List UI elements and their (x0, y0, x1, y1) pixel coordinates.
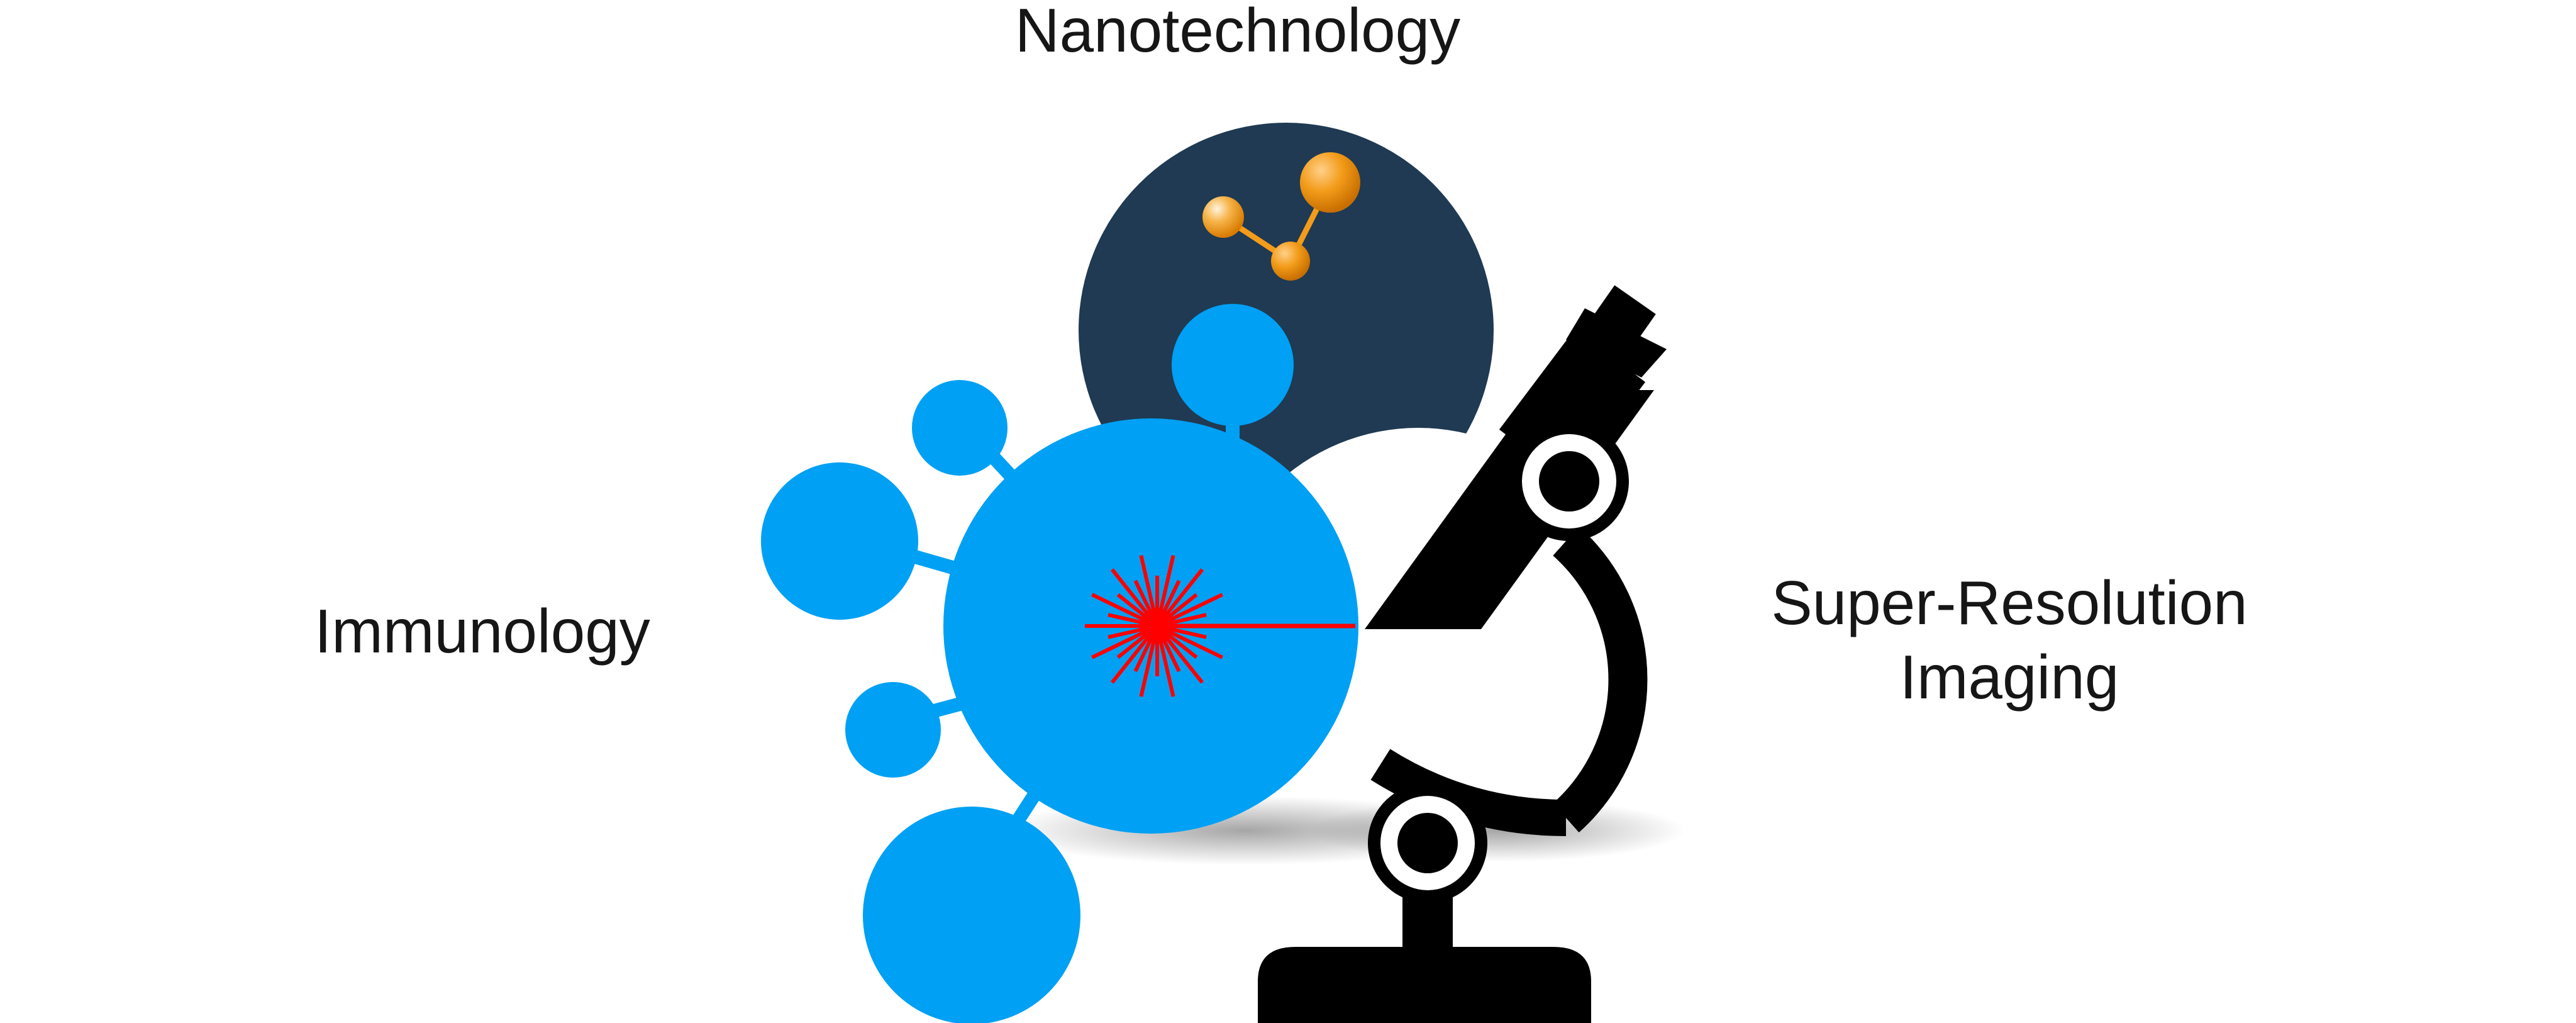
super-resolution-imaging-label: Super-Resolution Imaging (1717, 566, 2302, 714)
nanotechnology-label: Nanotechnology (0, 0, 2576, 68)
immune-cell-icon (761, 304, 1358, 1023)
microscope-icon (1258, 285, 1667, 1023)
nanotechnology-text: Nanotechnology (1014, 0, 1461, 65)
super-resolution-text: Super-Resolution (1771, 568, 2248, 637)
molecule-icon (1202, 152, 1360, 281)
immunology-label: Immunology (314, 596, 650, 666)
imaging-text: Imaging (1899, 642, 2119, 712)
laser-icon (1085, 555, 1355, 697)
